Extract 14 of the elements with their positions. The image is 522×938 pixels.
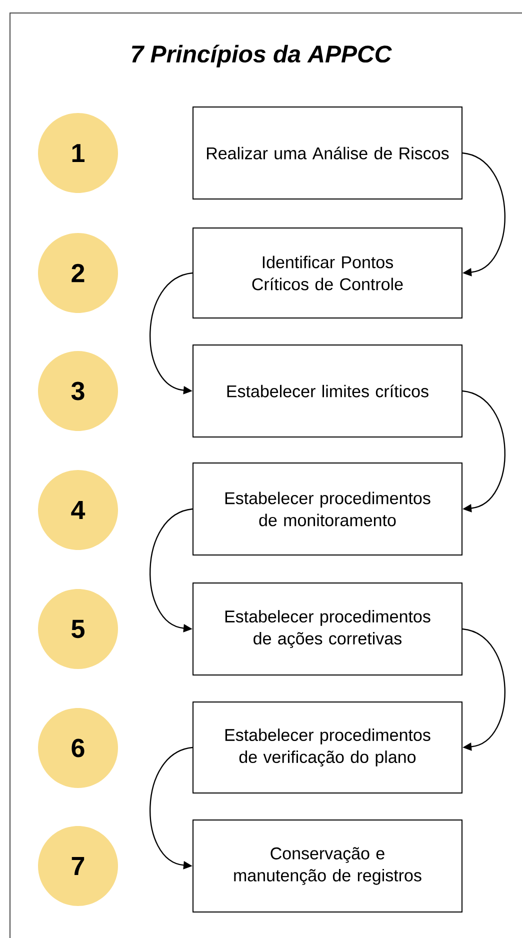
curved-arrow [462,628,506,751]
curved-arrow [462,390,506,512]
step-box: Estabelecer limites críticos [192,344,462,438]
step-box: Estabelecer procedimentos de monitoramento [192,462,462,556]
title: 7 Princípios da APPCC [132,44,392,68]
curved-arrow [150,508,193,632]
step-box: Identificar Pontos Críticos de Controle [192,228,462,318]
step-box: Conservação e manutenção de registros [192,820,462,912]
curved-arrow [150,746,193,870]
curved-arrow [150,272,193,394]
step-box: Realizar uma Análise de Riscos [192,106,462,200]
curved-arrow [462,152,506,276]
step-box: Estabelecer procedimentos de verificação do plano [192,702,462,794]
step-box: Estabelecer procedimentos de ações corretivas [192,582,462,676]
